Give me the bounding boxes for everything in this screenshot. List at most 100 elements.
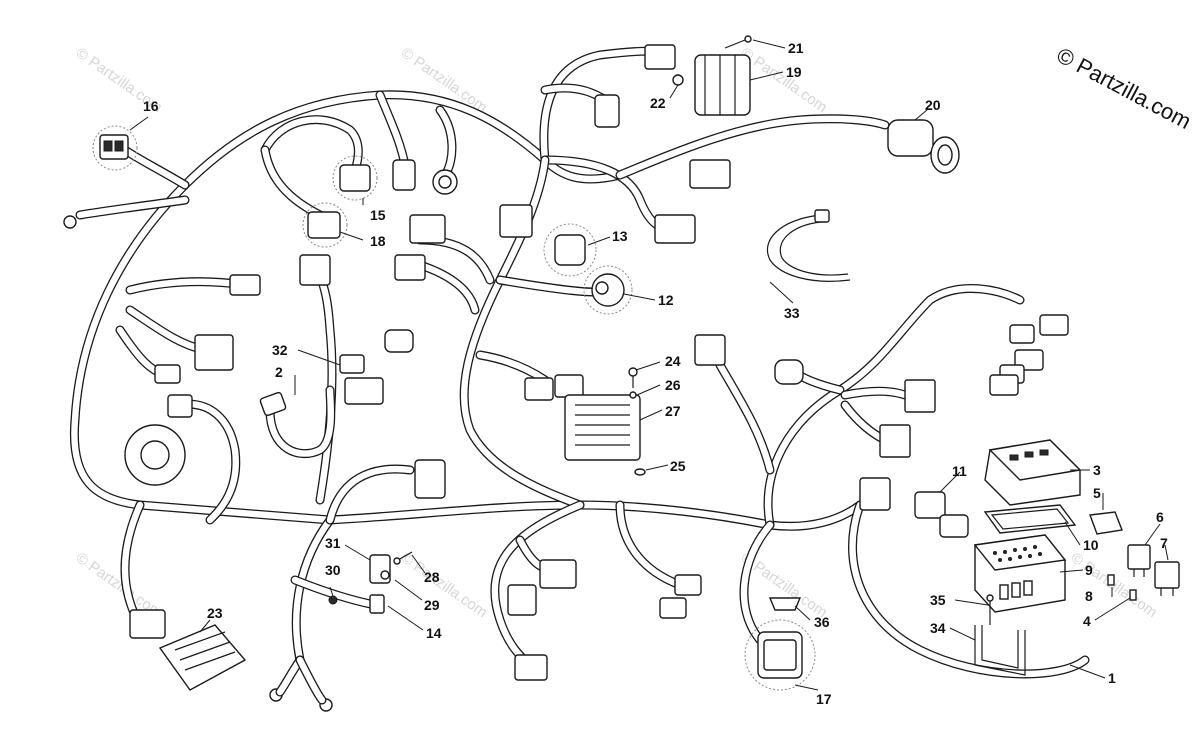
callout-4: 4 [1083,613,1091,629]
cable-tie-33 [766,214,851,282]
connector [694,334,726,366]
bracket-34 [974,625,1026,676]
connector [299,254,331,286]
callout-16: 16 [143,98,159,114]
callout-5: 5 [1093,485,1101,501]
watermark-tile: © Partzilla.com [738,44,831,116]
connector [539,559,577,589]
connector [394,254,426,281]
gasket-10 [983,504,1077,534]
connector [514,654,548,681]
callout-18: 18 [370,233,386,249]
callout-26: 26 [665,377,681,393]
connector [654,214,696,244]
callout-12: 12 [658,292,674,308]
connector [344,377,384,405]
relay-5 [1089,511,1123,535]
connector [674,574,702,596]
callout-9: 9 [1085,562,1093,578]
connector [644,44,676,70]
callout-14: 14 [426,625,442,641]
callout-3: 3 [1093,462,1101,478]
connector [229,274,261,296]
callout-10: 10 [1083,537,1099,553]
connector [154,364,181,384]
callout-8: 8 [1085,588,1093,604]
connector-14 [369,594,385,614]
clip-36 [768,597,802,611]
connector [689,159,731,189]
callout-34: 34 [930,620,946,636]
connector [1039,314,1069,336]
callout-17: 17 [816,691,832,707]
ecu-23 [158,624,247,691]
callout-32: 32 [272,342,288,358]
callout-15: 15 [370,207,386,223]
watermark-corner: © Partzilla.com [1053,42,1196,134]
connector [194,334,234,371]
fuse-8 [1107,574,1115,586]
connector [774,359,804,385]
connector-11 [914,491,946,519]
connector [524,377,554,401]
connector-18 [307,211,341,239]
jumper-2 [259,391,287,417]
component-19 [694,54,751,116]
connector [129,609,166,639]
connector [659,597,687,619]
callout-30: 30 [325,562,341,578]
relay-7 [1154,561,1180,589]
components [124,35,1180,691]
callout-1: 1 [1108,670,1116,686]
callout-21: 21 [788,40,804,56]
callout-20: 20 [925,97,941,113]
callout-13: 13 [612,228,628,244]
connector [499,204,533,238]
fuse-4 [1129,589,1137,601]
callout-36: 36 [814,614,830,630]
callout-35: 35 [930,592,946,608]
callout-31: 31 [325,535,341,551]
connector [507,584,537,616]
connector [879,424,911,458]
connector [554,374,584,398]
callout-28: 28 [424,569,440,585]
connector [409,214,446,244]
connector [384,329,414,353]
callout-19: 19 [786,64,802,80]
callouts: 1 2 3 4 5 6 7 8 9 10 11 12 13 14 15 16 1… [143,40,1168,707]
connector [859,477,891,511]
ring-terminal [63,215,77,229]
callout-27: 27 [665,403,681,419]
watermark-tile: © Partzilla.com [398,549,491,621]
callout-24: 24 [665,353,681,369]
connector-13 [554,234,586,266]
connectors [92,44,1069,691]
watermark-tiles: © Partzilla.com © Partzilla.com © Partzi… [73,44,1161,621]
connector [167,394,193,418]
leader-lines [129,39,1169,691]
callout-33: 33 [784,305,800,321]
socket-20 [887,119,934,157]
connector [989,374,1019,396]
connector [1009,324,1035,344]
relay-6 [1127,544,1151,570]
callout-25: 25 [670,458,686,474]
callout-22: 22 [650,95,666,111]
connector [594,94,620,128]
ground-terminals [63,215,333,712]
callout-23: 23 [207,605,223,621]
fuse-block-9 [973,534,1067,613]
fusebox-lid-3 [984,439,1082,506]
callout-7: 7 [1160,535,1168,551]
callout-2: 2 [275,364,283,380]
connector [339,354,365,374]
regulator-27 [564,394,641,461]
connector [414,459,446,499]
connector [904,379,936,413]
connector-15 [339,164,371,192]
callout-29: 29 [424,597,440,613]
callout-11: 11 [952,463,967,479]
callout-6: 6 [1156,509,1164,525]
